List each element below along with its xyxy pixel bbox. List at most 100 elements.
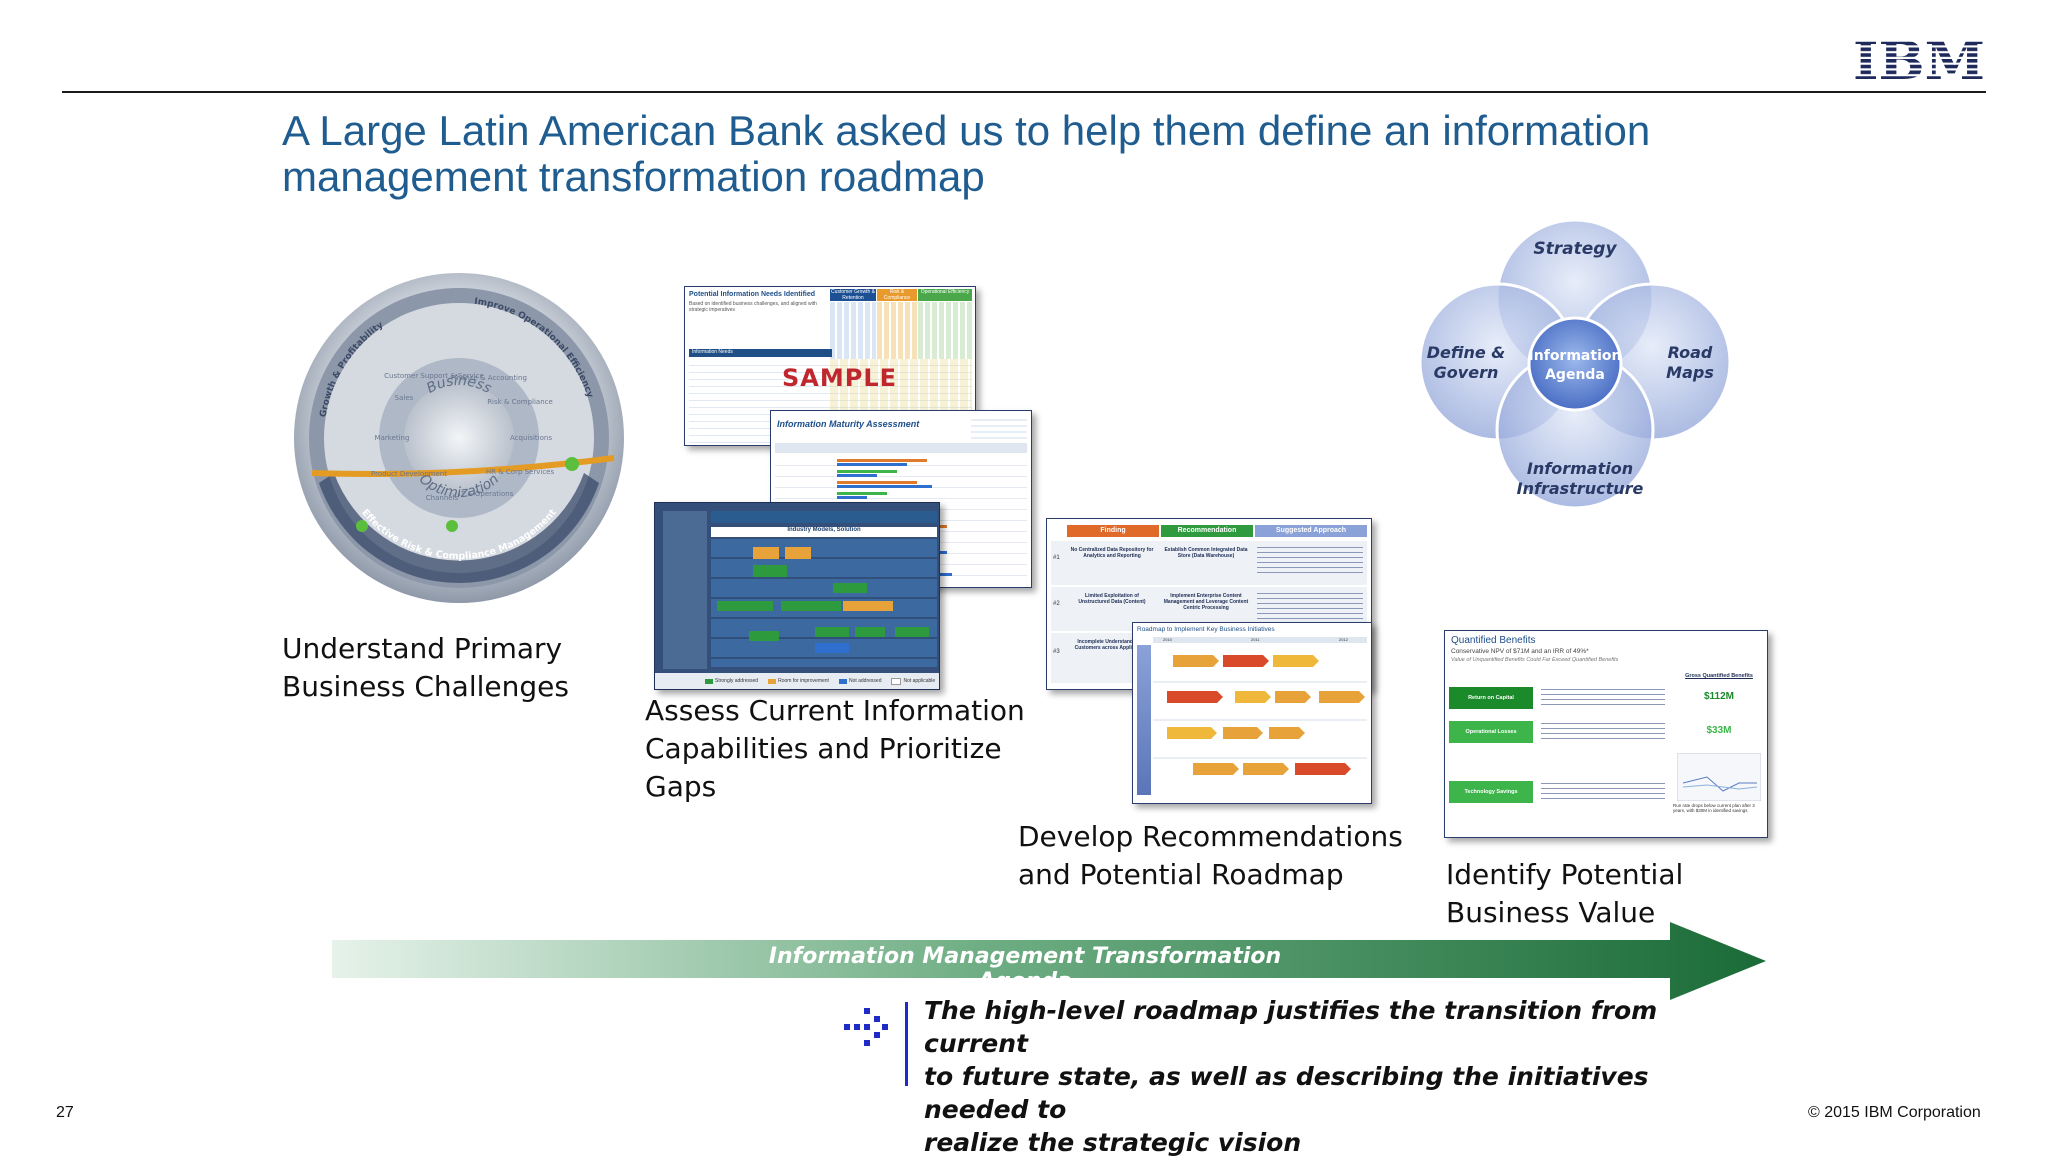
rec-header: Finding bbox=[1067, 525, 1159, 537]
venn-label-maps: Maps bbox=[1666, 363, 1714, 382]
note-divider bbox=[905, 1002, 908, 1086]
caption-line: Capabilities and Prioritize bbox=[645, 732, 1002, 765]
rec-finding: No Centralized Data Repository for Analy… bbox=[1070, 547, 1154, 559]
roadmap-chevron bbox=[1223, 727, 1263, 739]
caption-line: Assess Current Information bbox=[645, 694, 1025, 727]
needs-doc-section: Information Needs bbox=[689, 349, 832, 357]
note-line: to future state, as well as describing t… bbox=[924, 1062, 1649, 1124]
roadmap-chevron bbox=[1173, 655, 1219, 667]
venn-center-label-2: Agenda bbox=[1545, 367, 1605, 383]
legend-item: Room for improvement bbox=[768, 678, 829, 684]
maturity-bar-current bbox=[837, 459, 927, 462]
caption-line: Understand Primary bbox=[282, 632, 563, 665]
roadmap-document: Roadmap to Implement Key Business Initia… bbox=[1132, 622, 1372, 804]
caption-line: Business Value bbox=[1446, 896, 1656, 929]
information-agenda-venn: Strategy Define & Govern Road Maps Infor… bbox=[1418, 218, 1732, 510]
arch-doc-title: Industry Models, Solution bbox=[711, 527, 937, 537]
venn-center-label-1: Information bbox=[1529, 348, 1622, 364]
needs-doc-col-header: Operational Efficiency bbox=[918, 289, 972, 301]
title-line-2: management transformation roadmap bbox=[282, 153, 985, 200]
tree-icon bbox=[446, 520, 458, 532]
venn-label-define: Define & bbox=[1427, 343, 1506, 362]
agenda-bar-label: Information Management Transformation Ag… bbox=[768, 944, 1282, 994]
roadmap-doc-title: Roadmap to Implement Key Business Initia… bbox=[1137, 626, 1275, 633]
rec-recommendation: Establish Common Integrated Data Store (… bbox=[1164, 547, 1248, 559]
maturity-bar-target bbox=[837, 485, 932, 488]
maturity-bar-target bbox=[837, 463, 907, 466]
roadmap-chevron bbox=[1269, 727, 1305, 739]
venn-center-circle bbox=[1527, 316, 1623, 412]
title-line-1: A Large Latin American Bank asked us to … bbox=[282, 107, 1651, 154]
venn-label-information: Information bbox=[1527, 459, 1633, 478]
roadmap-note: The high-level roadmap justifies the tra… bbox=[924, 994, 1684, 1159]
roadmap-chevron bbox=[1193, 763, 1239, 775]
maturity-bar-current bbox=[837, 481, 917, 484]
needs-doc-col-header: Customer Growth & Retention bbox=[830, 289, 876, 301]
venn-label-road: Road bbox=[1668, 343, 1713, 362]
roadmap-chevron bbox=[1243, 763, 1289, 775]
needs-doc-subtitle: Based on identified business challenges,… bbox=[689, 301, 817, 313]
maturity-doc-title: Information Maturity Assessment bbox=[777, 419, 920, 429]
legend-item: Not addressed bbox=[838, 678, 881, 684]
rec-header: Recommendation bbox=[1161, 525, 1253, 537]
maturity-bar-current bbox=[837, 492, 887, 495]
maturity-bar-target bbox=[837, 496, 867, 499]
caption-line: and Potential Roadmap bbox=[1018, 858, 1344, 891]
roadmap-chevron bbox=[1319, 691, 1365, 703]
roadmap-chevron bbox=[1295, 763, 1351, 775]
business-optimization-wheel: Improve Operational Efficiency Growth & … bbox=[294, 273, 624, 603]
venn-label-strategy: Strategy bbox=[1533, 239, 1617, 259]
benefits-doc-subtitle2: Value of Unquantified Benefits Could Far… bbox=[1451, 657, 1619, 663]
segment-label: Channels bbox=[426, 494, 459, 502]
segment-label: Product Development bbox=[371, 470, 447, 478]
rec-finding: Limited Exploitation of Unstructured Dat… bbox=[1078, 593, 1146, 605]
benefit-value: $33M bbox=[1706, 725, 1732, 736]
legend-item: Not applicable bbox=[891, 677, 935, 685]
benefits-col-header: Gross Quantified Benefits bbox=[1685, 673, 1753, 679]
caption-line: Develop Recommendations bbox=[1018, 820, 1403, 853]
rec-recommendation: Implement Enterprise Content Management … bbox=[1163, 593, 1249, 611]
step-2-caption: Assess Current Information Capabilities … bbox=[645, 692, 1025, 806]
note-line: The high-level roadmap justifies the tra… bbox=[924, 996, 1658, 1058]
segment-label: Sales bbox=[395, 394, 414, 402]
sample-stamp: SAMPLE bbox=[782, 364, 898, 392]
segment-label: IT & Operations bbox=[459, 490, 514, 498]
risk-band bbox=[319, 473, 599, 583]
segment-label: Marketing bbox=[375, 434, 410, 442]
roadmap-chevron bbox=[1167, 691, 1223, 703]
roadmap-chevrons bbox=[1167, 655, 1365, 775]
segment-label: Customer Support & Service bbox=[384, 372, 484, 380]
roadmap-chevron bbox=[1235, 691, 1271, 703]
agenda-arrow bbox=[332, 922, 1766, 1000]
tree-icon bbox=[356, 520, 368, 532]
segment-label: Finance & Accounting bbox=[451, 374, 527, 382]
benefits-doc-title: Quantified Benefits bbox=[1451, 635, 1536, 646]
segment-label: Acquisitions bbox=[510, 434, 552, 442]
header-rule bbox=[62, 91, 1986, 93]
benefits-mini-chart bbox=[1677, 753, 1761, 801]
step-3-caption: Develop Recommendations and Potential Ro… bbox=[1018, 818, 1403, 894]
caption-line: Business Challenges bbox=[282, 670, 569, 703]
roadmap-chevron bbox=[1275, 691, 1311, 703]
roadmap-chevron bbox=[1167, 727, 1217, 739]
ibm-logo: IBM bbox=[1853, 36, 1985, 82]
maturity-bar-target bbox=[837, 474, 877, 477]
note-line: realize the strategic vision bbox=[924, 1128, 1302, 1157]
segment-label: Risk & Compliance bbox=[487, 398, 553, 406]
rec-header: Suggested Approach bbox=[1255, 525, 1367, 537]
slide-title: A Large Latin American Bank asked us to … bbox=[282, 108, 1782, 200]
pixel-arrow-icon bbox=[844, 1008, 888, 1046]
page-number: 27 bbox=[56, 1104, 74, 1121]
legend-item: Strongly addressed bbox=[705, 678, 758, 684]
roadmap-chevron bbox=[1223, 655, 1269, 667]
maturity-bar-current bbox=[837, 470, 897, 473]
benefit-value: $112M bbox=[1703, 691, 1735, 702]
benefit-row-label: Operational Losses bbox=[1449, 721, 1533, 743]
roadmap-chevron bbox=[1273, 655, 1319, 667]
benefits-chart-caption: Run rate drops below current plan after … bbox=[1673, 803, 1755, 813]
benefit-row-label: Technology Savings bbox=[1449, 781, 1533, 803]
venn-label-govern: Govern bbox=[1434, 363, 1499, 382]
benefits-doc-subtitle: Conservative NPV of $71M and an IRR of 4… bbox=[1451, 648, 1589, 655]
caption-line: Gaps bbox=[645, 770, 717, 803]
rec-finding: Incomplete Understanding of Customers ac… bbox=[1074, 639, 1150, 651]
